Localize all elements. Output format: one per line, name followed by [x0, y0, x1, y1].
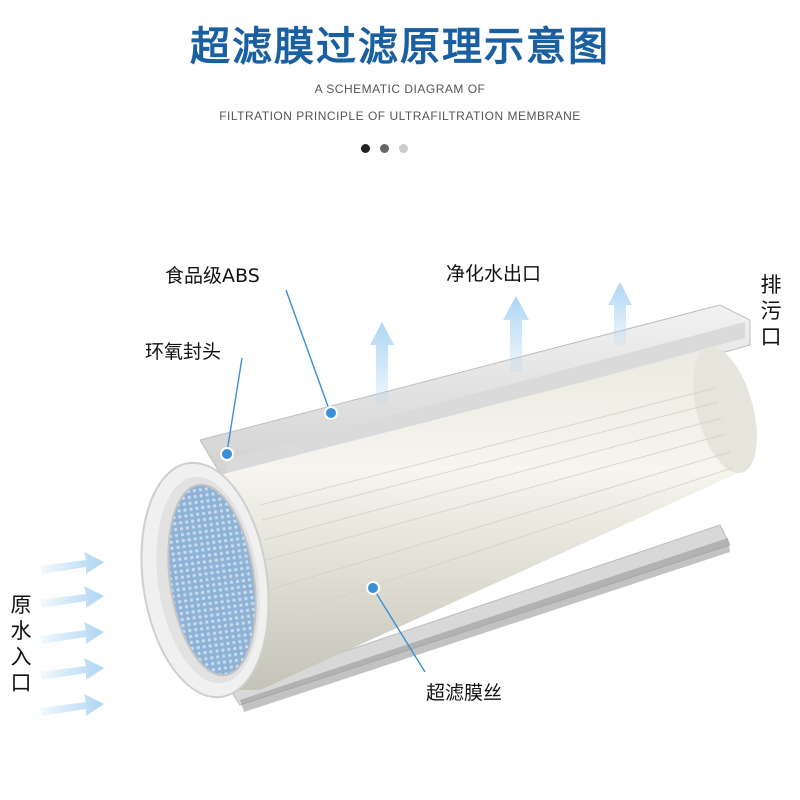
label-food-grade-abs: 食品级ABS — [165, 265, 260, 287]
leader-line-epoxy — [226, 357, 243, 453]
leader-line-abs — [285, 289, 331, 413]
label-epoxy-head: 环氧封头 — [145, 341, 222, 363]
outlet-arrow — [370, 322, 394, 405]
leader-dot-abs — [324, 406, 338, 420]
leader-dot-fiber — [366, 581, 380, 595]
subtitle-line-1: A SCHEMATIC DIAGRAM OF — [314, 82, 486, 96]
pager-dot[interactable] — [361, 144, 370, 153]
membrane-tube — [140, 346, 757, 699]
label-raw-water-inlet: 原水入口 — [10, 593, 32, 695]
label-drain-outlet: 排污口 — [760, 273, 782, 349]
inlet-arrows — [40, 552, 104, 716]
pager-dot[interactable] — [399, 144, 408, 153]
pager-dots — [361, 144, 421, 154]
subtitle-line-2: FILTRATION PRINCIPLE OF ULTRAFILTRATION … — [219, 109, 581, 123]
leader-line-fiber — [372, 587, 426, 673]
drain-arrow — [608, 282, 632, 345]
housing-bottom-rail — [229, 524, 731, 712]
leader-dot-epoxy — [220, 447, 234, 461]
label-uf-membrane-fiber: 超滤膜丝 — [426, 682, 503, 704]
page-title: 超滤膜过滤原理示意图 — [190, 24, 610, 70]
label-clean-water-outlet: 净化水出口 — [446, 263, 542, 285]
outlet-arrow — [503, 296, 529, 372]
pager-dot[interactable] — [380, 144, 389, 153]
